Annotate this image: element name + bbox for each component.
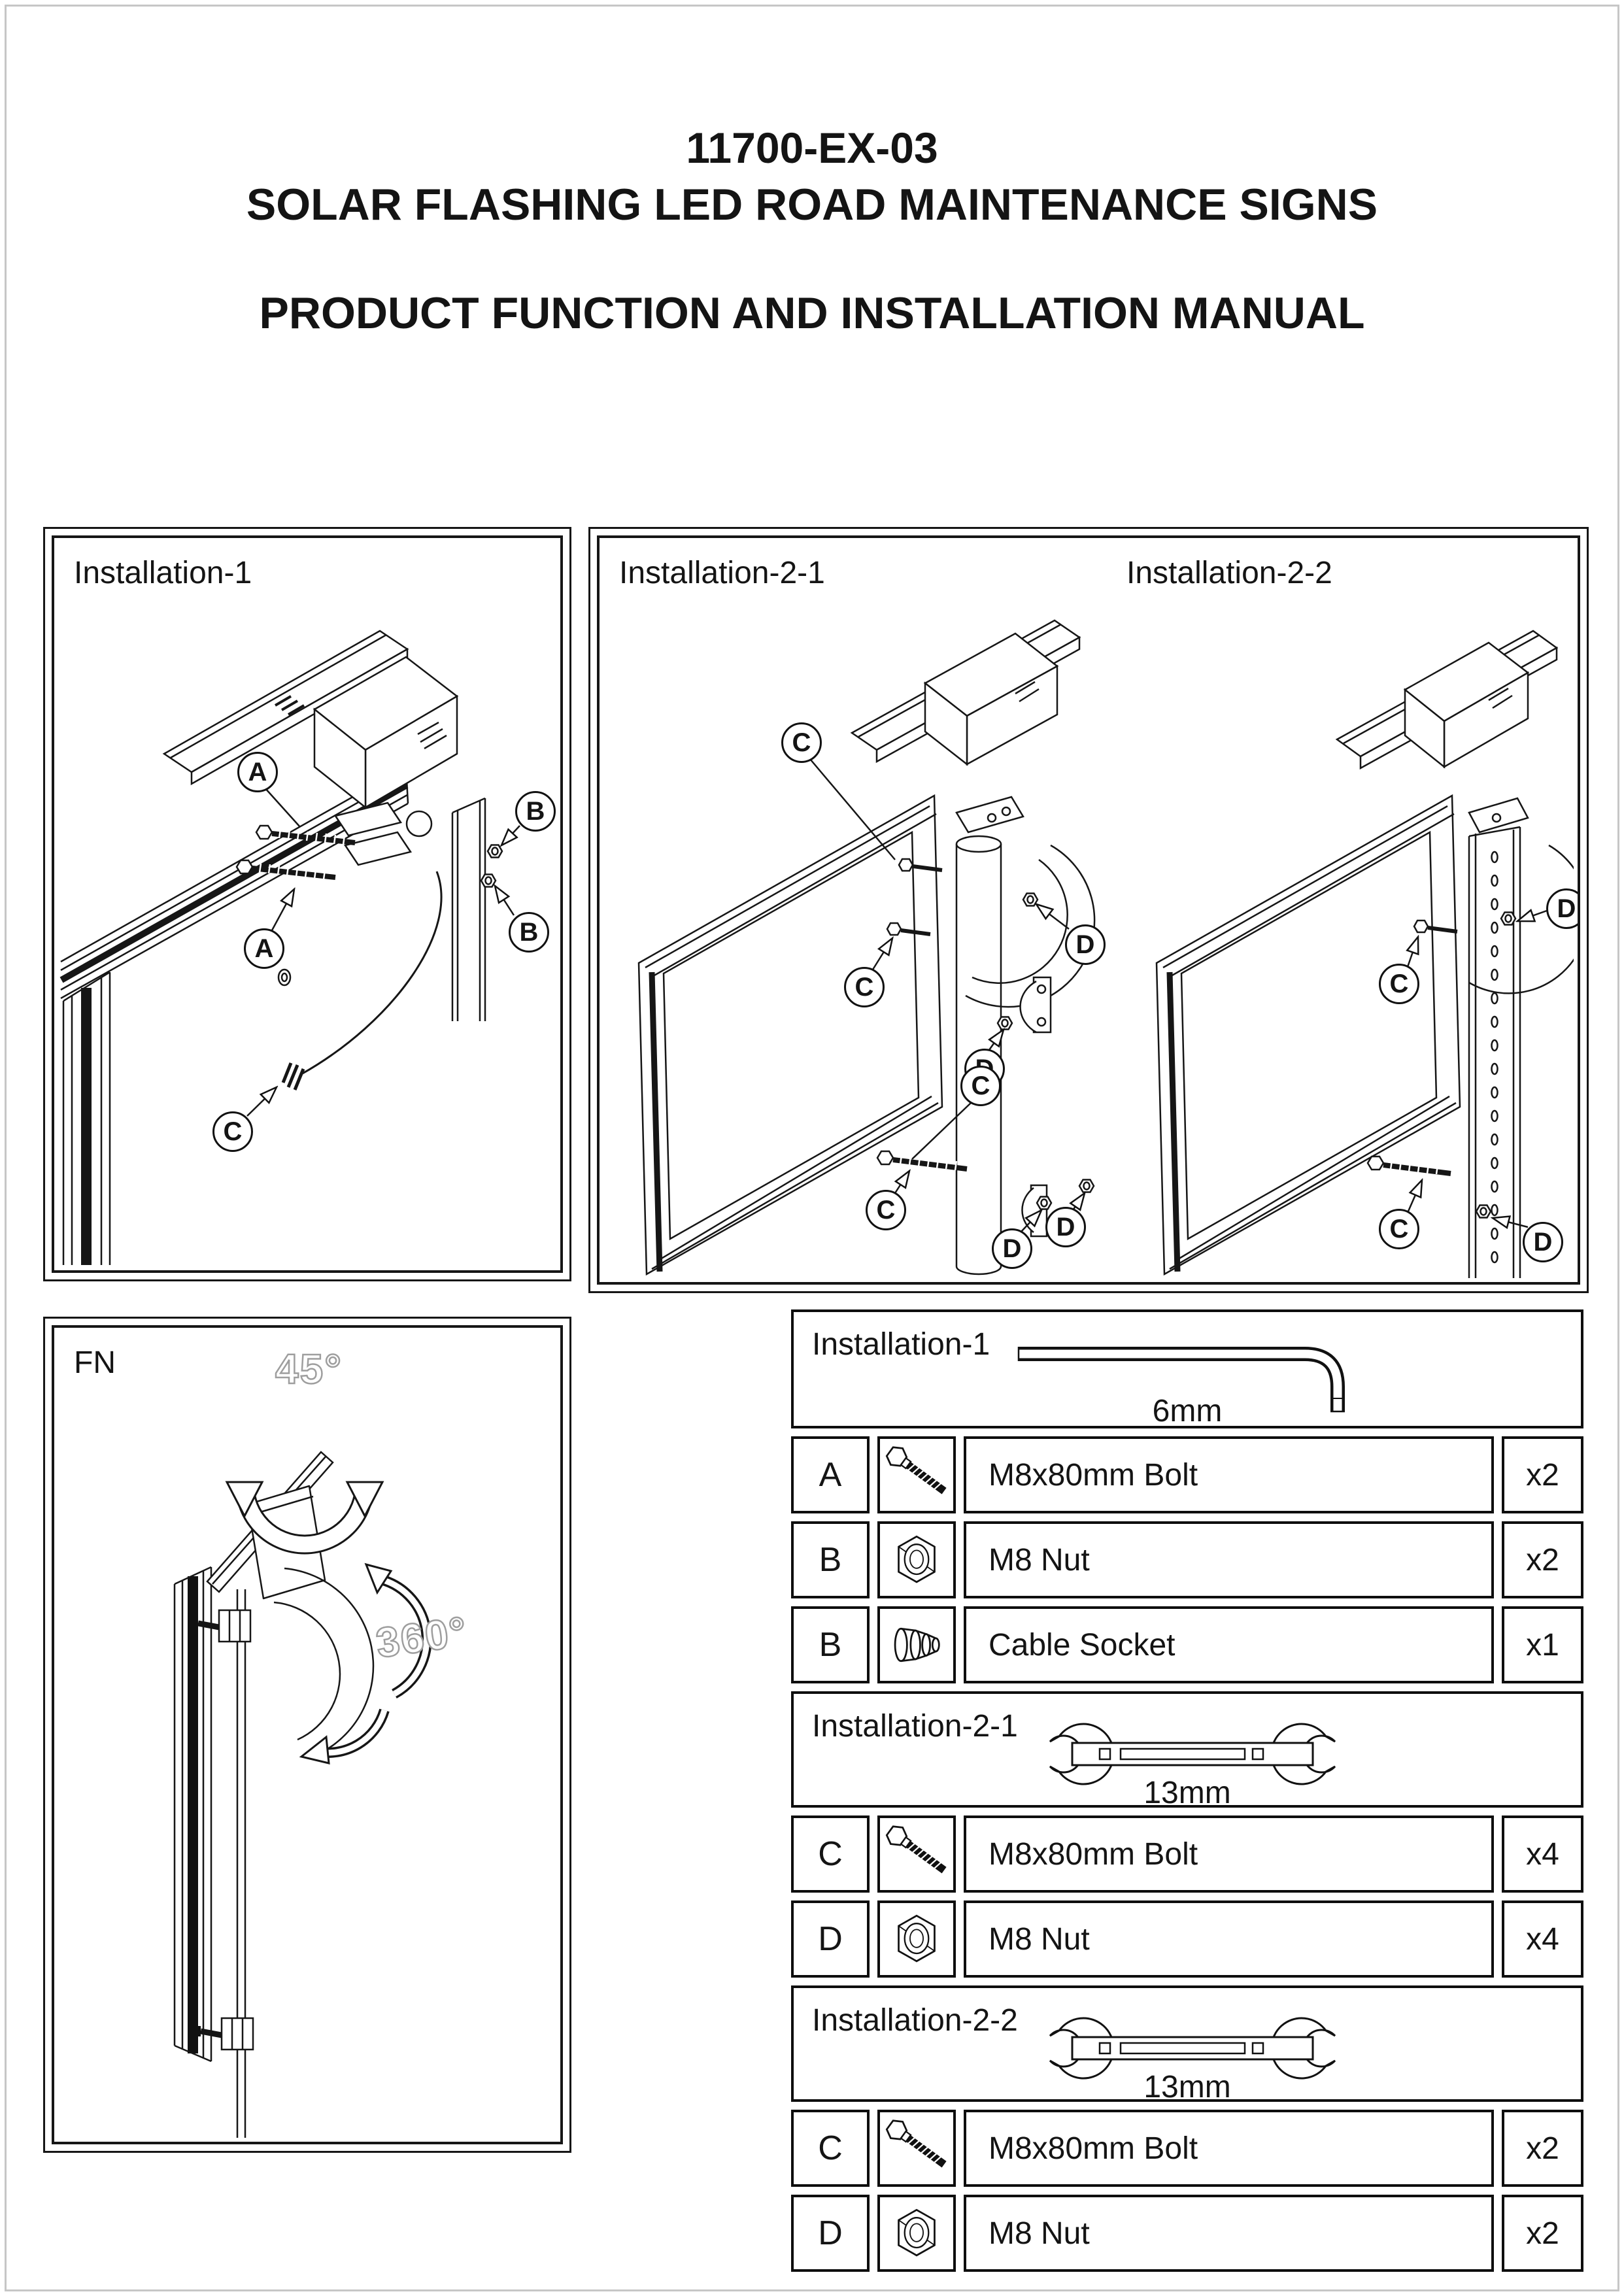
part-qty: x2 [1502, 1521, 1583, 1598]
fn-panel: FN 45° 360° [43, 1317, 571, 2153]
callout-c: C [960, 1066, 1001, 1106]
installation-2-2-label: Installation-2-2 [1126, 556, 1332, 590]
fn-frame: FN 45° 360° [52, 1325, 563, 2144]
part-row-id: B [791, 1606, 870, 1683]
callout-d: D [992, 1228, 1032, 1269]
part-qty: x2 [1502, 1436, 1583, 1513]
tool-size-label: 13mm [1143, 1776, 1231, 1810]
part-icon-cell [877, 2110, 956, 2187]
part-name: M8x80mm Bolt [964, 1815, 1494, 1893]
part-name: M8x80mm Bolt [964, 2110, 1494, 2187]
installation-1-label: Installation-1 [74, 556, 252, 590]
cable-socket-icon [894, 1627, 940, 1663]
part-qty: x2 [1502, 2195, 1583, 2272]
callout-a: A [244, 928, 284, 969]
part-icon-cell [877, 1900, 956, 1978]
part-name: M8 Nut [964, 1521, 1494, 1598]
doc-code-title: 11700-EX-03 [686, 124, 938, 172]
parts-section-title: Installation-2-2 [812, 2003, 1018, 2038]
callout-a: A [237, 752, 278, 792]
installation-1-drawing [59, 630, 520, 1265]
parts-section-installation-1: Installation-1 6mm [791, 1309, 1583, 1428]
part-icon-cell [877, 1436, 956, 1513]
callout-d: D [1546, 888, 1578, 929]
installation-2-frame: Installation-2-1 Installation-2-2 [597, 535, 1580, 1285]
callout-c: C [866, 1190, 906, 1230]
callout-c: C [1379, 1209, 1419, 1249]
bolt-icon [885, 1446, 947, 1494]
doc-main-title: SOLAR FLASHING LED ROAD MAINTENANCE SIGN… [246, 180, 1378, 229]
callout-b: B [509, 912, 549, 953]
part-name: M8 Nut [964, 2195, 1494, 2272]
bolt-icon [885, 1825, 947, 1874]
doc-subtitle: PRODUCT FUNCTION AND INSTALLATION MANUAL [259, 288, 1365, 338]
nut-icon [898, 1914, 936, 1963]
callout-b: B [515, 791, 556, 832]
part-name: M8 Nut [964, 1900, 1494, 1978]
callout-c: C [781, 722, 822, 763]
part-row-id: C [791, 1815, 870, 1893]
callout-c: C [212, 1111, 253, 1152]
nut-icon [898, 2208, 936, 2257]
part-icon-cell [877, 2195, 956, 2272]
installation-2-drawing [637, 619, 1574, 1278]
part-icon-cell [877, 1521, 956, 1598]
part-icon-cell [877, 1606, 956, 1683]
callout-d: D [1523, 1222, 1563, 1262]
installation-1-panel: Installation-1 [43, 527, 571, 1281]
installation-1-frame: Installation-1 [52, 535, 563, 1273]
wrench-icon [1049, 2017, 1336, 2080]
part-row-id: A [791, 1436, 870, 1513]
tool-size-label: 6mm [1152, 1394, 1223, 1428]
tilt-angle-text: 45° [275, 1345, 343, 1394]
part-qty: x4 [1502, 1815, 1583, 1893]
part-name: M8x80mm Bolt [964, 1436, 1494, 1513]
wrench-icon [1049, 1723, 1336, 1785]
part-row-id: C [791, 2110, 870, 2187]
bolt-icon [885, 2119, 947, 2168]
part-row-id: B [791, 1521, 870, 1598]
part-qty: x1 [1502, 1606, 1583, 1683]
part-icon-cell [877, 1815, 956, 1893]
part-row-id: D [791, 1900, 870, 1978]
nut-icon [898, 1535, 936, 1583]
callout-d: D [1065, 924, 1106, 965]
callout-d: D [1045, 1207, 1086, 1247]
installation-2-1-label: Installation-2-1 [619, 556, 825, 590]
part-row-id: D [791, 2195, 870, 2272]
callout-c: C [844, 967, 885, 1007]
part-qty: x4 [1502, 1900, 1583, 1978]
fn-label: FN [74, 1345, 116, 1380]
part-qty: x2 [1502, 2110, 1583, 2187]
parts-section-installation-2-1: Installation-2-1 13mm [791, 1691, 1583, 1810]
parts-section-title: Installation-2-1 [812, 1709, 1018, 1744]
parts-section-title: Installation-1 [812, 1327, 990, 1362]
tool-size-label: 13mm [1143, 2070, 1231, 2104]
installation-2-panel: Installation-2-1 Installation-2-2 [588, 527, 1589, 1293]
parts-section-installation-2-2: Installation-2-2 13mm [791, 1985, 1583, 2104]
callout-c: C [1379, 964, 1419, 1004]
fn-drawing [173, 1451, 432, 2138]
hex-key-icon [1017, 1347, 1345, 1413]
part-name: Cable Socket [964, 1606, 1494, 1683]
